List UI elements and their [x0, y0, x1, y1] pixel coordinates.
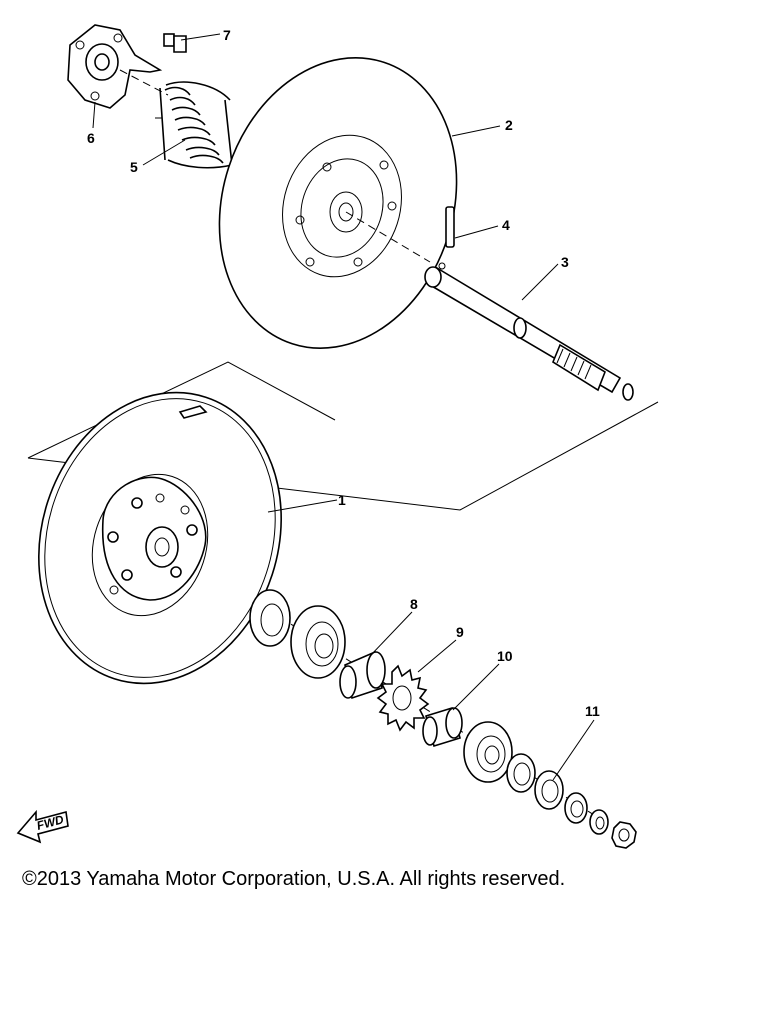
callout-9: 9 — [456, 624, 464, 640]
part-1-fixed-sheave — [38, 391, 282, 685]
part-7-bolt — [163, 33, 187, 53]
seal-2 — [506, 753, 536, 793]
copyright-notice: ©2013 Yamaha Motor Corporation, U.S.A. A… — [22, 868, 566, 890]
bearing-1 — [290, 605, 346, 679]
washer-2 — [589, 809, 609, 835]
fwd-label: FWD — [35, 812, 65, 833]
callout-2: 2 — [505, 117, 513, 133]
callout-3: 3 — [561, 254, 569, 270]
exploded-parts-diagram: 7 6 5 2 4 3 1 8 9 10 11 FWD — [16, 24, 659, 849]
part-10-collar — [422, 706, 463, 748]
callout-11: 11 — [585, 703, 600, 719]
part-11-spacer — [534, 770, 564, 810]
bearing-2 — [463, 721, 513, 783]
washer-1 — [564, 792, 588, 824]
leader-lines — [92, 33, 595, 781]
callout-6: 6 — [87, 130, 95, 146]
callout-1: 1 — [338, 492, 346, 508]
part-6-cam-bracket — [67, 24, 163, 109]
callout-4: 4 — [502, 217, 510, 233]
callout-labels: 7 6 5 2 4 3 1 8 9 10 11 — [87, 27, 600, 719]
part-9-sprocket — [376, 664, 430, 732]
nut — [611, 821, 637, 849]
part-2-sheave — [218, 57, 458, 349]
part-4-key — [445, 206, 455, 248]
fwd-arrow-icon: FWD — [16, 809, 69, 844]
alignment-axis — [119, 69, 611, 826]
callout-10: 10 — [497, 648, 513, 664]
seal-1 — [249, 589, 291, 647]
callout-5: 5 — [130, 159, 138, 175]
part-3-shaft — [424, 262, 634, 401]
callout-8: 8 — [410, 596, 418, 612]
callout-7: 7 — [223, 27, 231, 43]
part-5-spring — [155, 81, 233, 169]
part-8-collar — [339, 650, 386, 700]
